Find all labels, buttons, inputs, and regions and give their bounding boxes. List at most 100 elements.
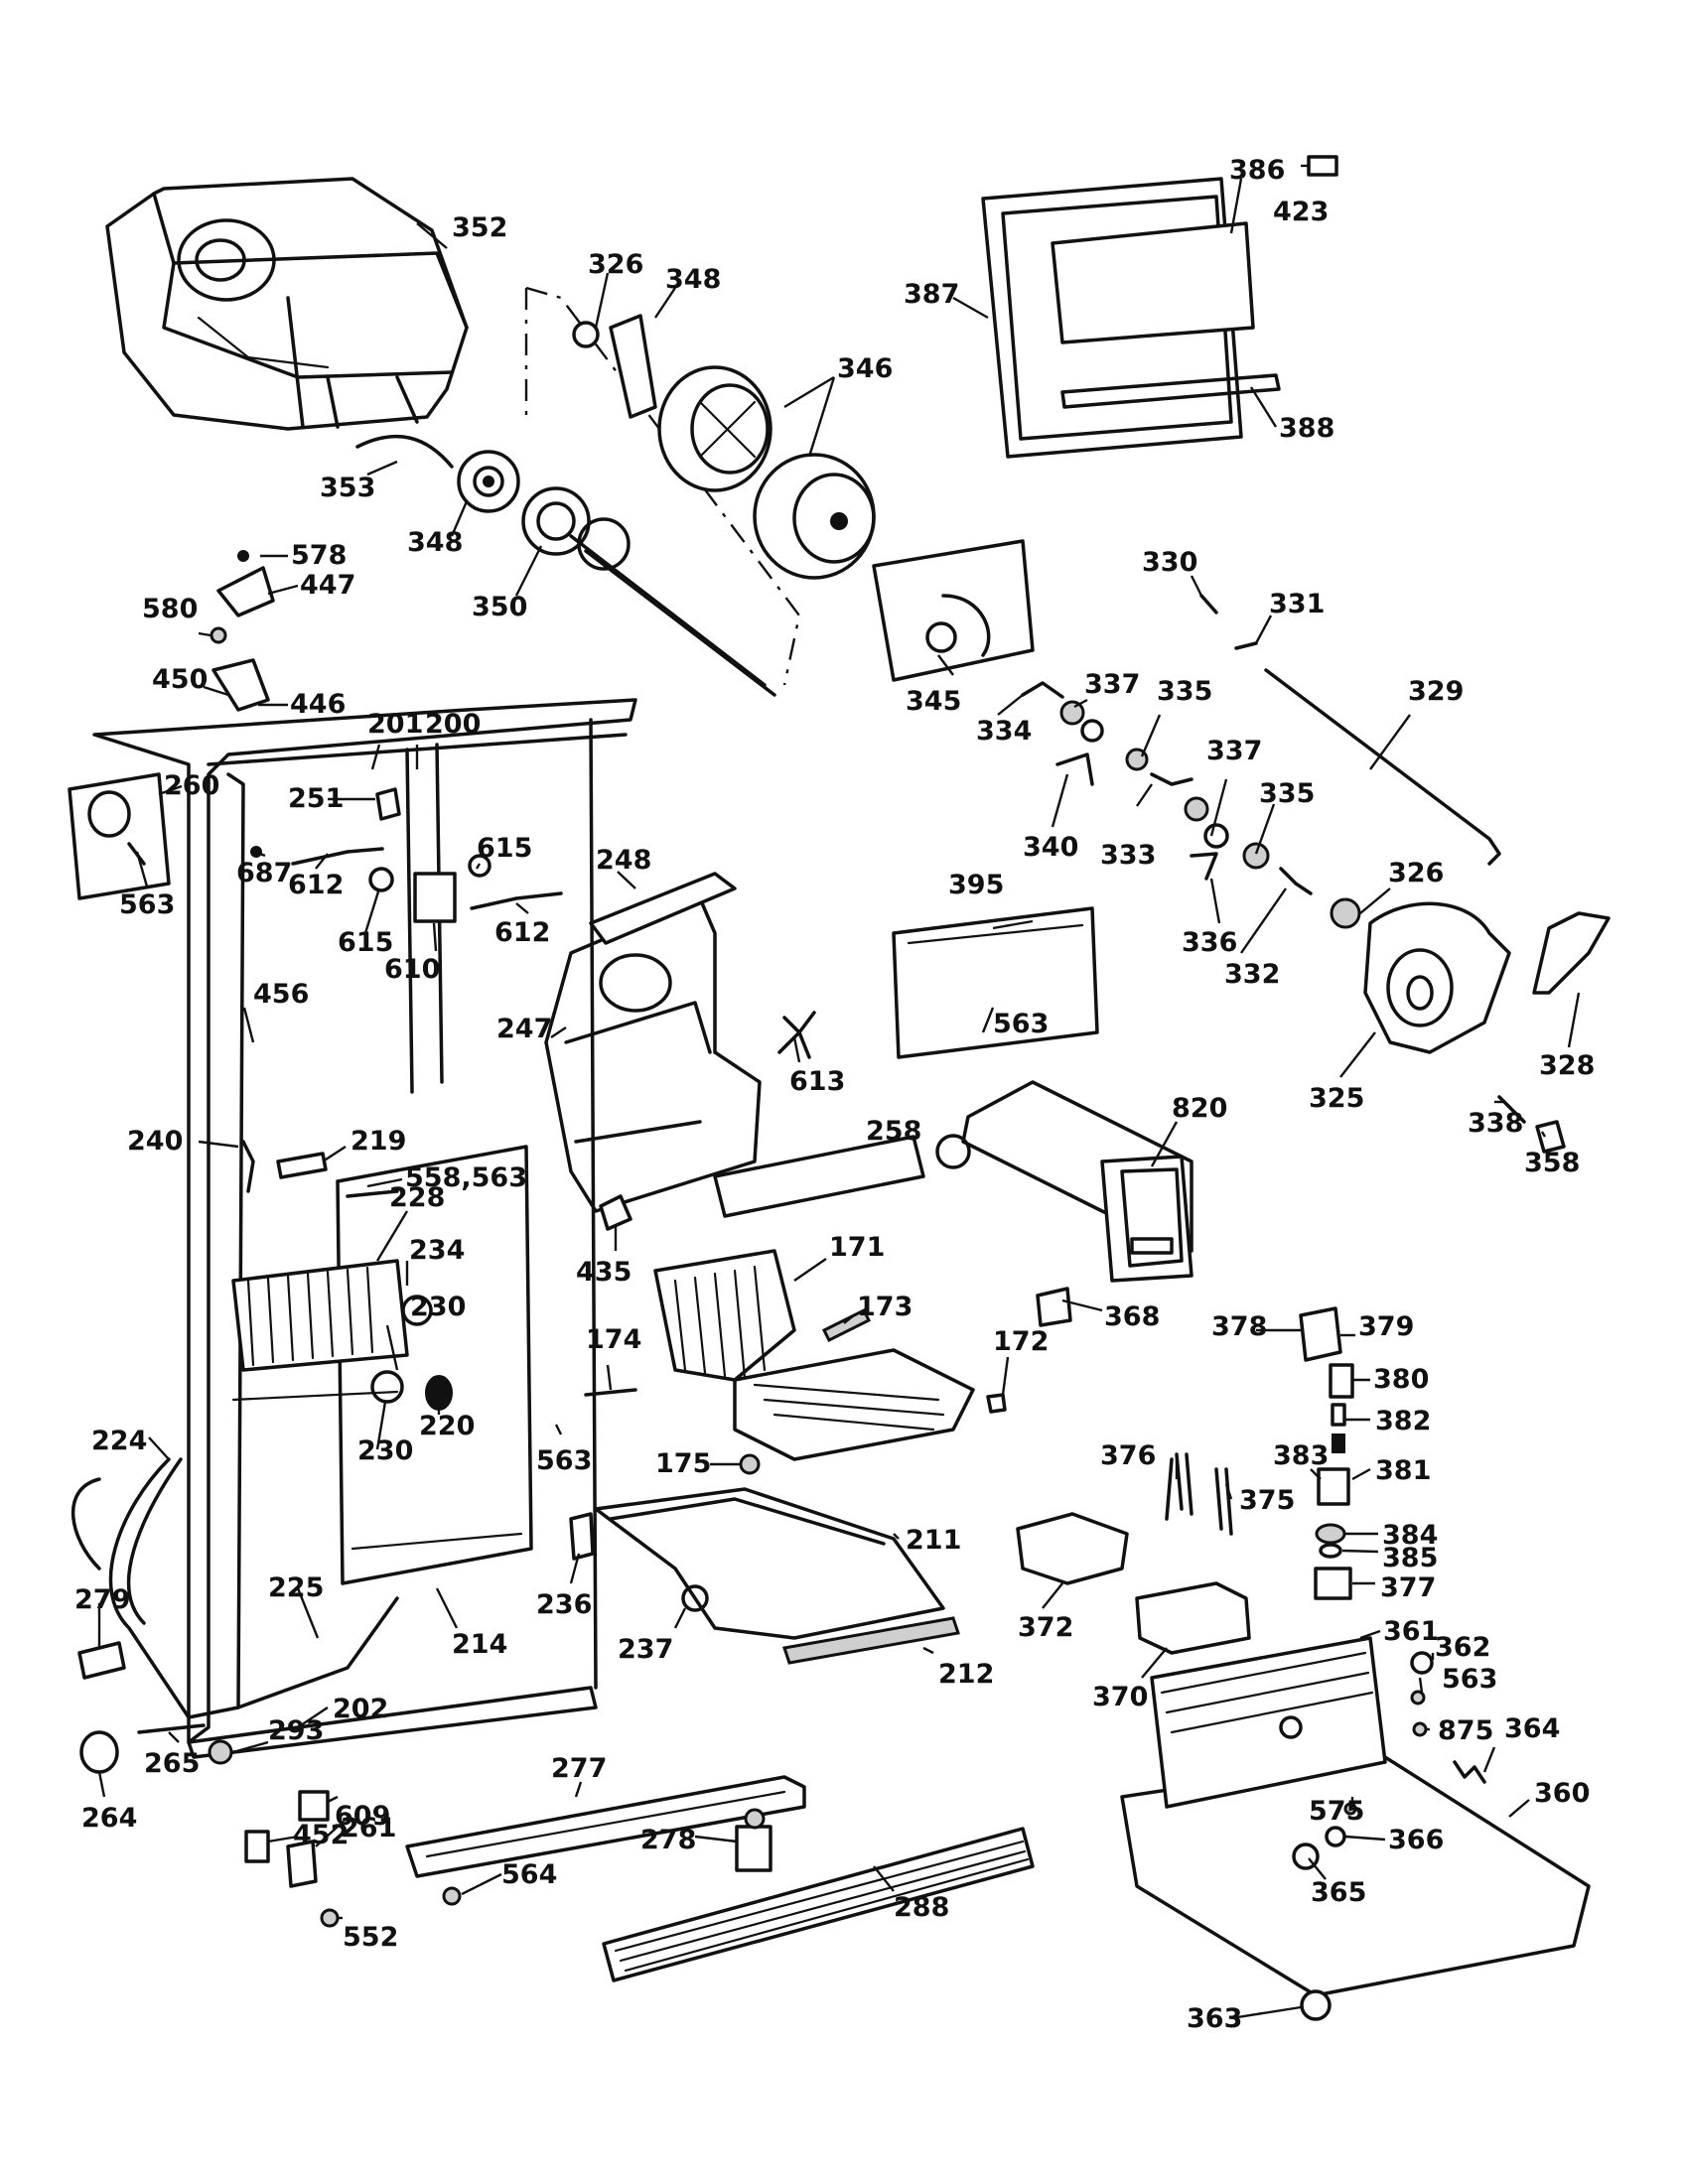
label-387: 387: [904, 279, 959, 310]
label-361: 361: [1383, 1616, 1439, 1647]
label-224: 224: [91, 1426, 147, 1456]
part-220-grommet: [425, 1375, 453, 1411]
label-279: 279: [74, 1584, 130, 1615]
label-333: 333: [1100, 840, 1156, 871]
label-338: 338: [1468, 1108, 1523, 1139]
part-363-foot: [1300, 1989, 1332, 2021]
label-337b: 337: [1206, 736, 1262, 766]
part-258-tube: [713, 1135, 925, 1218]
label-552: 552: [343, 1922, 398, 1953]
label-358: 358: [1524, 1148, 1580, 1178]
part-211-pan: [594, 1487, 945, 1640]
label-395: 395: [948, 870, 1004, 900]
part-251-cap: [375, 787, 401, 821]
part-687-screw: [250, 846, 262, 858]
part-329-rod: [1199, 594, 1501, 866]
label-230b: 230: [357, 1435, 413, 1466]
label-331: 331: [1269, 589, 1325, 619]
label-563c: 563: [536, 1445, 592, 1476]
label-174: 174: [586, 1324, 641, 1355]
label-288: 288: [894, 1892, 949, 1923]
label-613: 613: [789, 1066, 845, 1097]
label-575: 575: [1309, 1796, 1364, 1827]
part-875-screw: [1412, 1721, 1428, 1737]
part-224-tubing: [71, 1457, 399, 1719]
label-219: 219: [351, 1126, 406, 1157]
label-365: 365: [1311, 1877, 1366, 1908]
label-353: 353: [320, 473, 375, 503]
label-212: 212: [938, 1659, 994, 1690]
label-375: 375: [1239, 1485, 1295, 1516]
label-352: 352: [452, 212, 507, 243]
part-288-grille: [602, 1827, 1035, 1982]
part-552-screw: [320, 1908, 340, 1928]
label-277: 277: [551, 1753, 607, 1784]
label-875: 875: [1438, 1715, 1493, 1746]
part-240-harness: [241, 1140, 255, 1193]
part-350-auger: [521, 486, 776, 697]
label-337: 337: [1084, 669, 1140, 700]
label-345: 345: [906, 686, 961, 717]
label-248: 248: [596, 845, 651, 876]
label-383: 383: [1273, 1440, 1329, 1471]
label-228: 228: [389, 1182, 445, 1213]
label-172: 172: [993, 1326, 1049, 1357]
part-valve-stack: [1299, 1306, 1354, 1600]
label-261: 261: [341, 1813, 396, 1843]
label-251: 251: [288, 783, 344, 814]
label-360: 360: [1534, 1778, 1590, 1809]
label-214: 214: [452, 1629, 507, 1660]
label-370: 370: [1092, 1682, 1148, 1712]
label-334: 334: [976, 716, 1032, 747]
label-346: 346: [837, 353, 893, 384]
part-609-block: [298, 1790, 330, 1822]
part-353-wire: [355, 434, 454, 469]
label-379: 379: [1358, 1311, 1414, 1342]
part-247-housing: [544, 896, 762, 1213]
part-228-condenser: [231, 1259, 433, 1372]
part-612-strap-a: [291, 847, 384, 866]
label-236: 236: [536, 1589, 592, 1620]
label-220: 220: [419, 1411, 475, 1441]
label-230: 230: [410, 1292, 466, 1322]
label-385: 385: [1382, 1543, 1438, 1573]
part-820-icemaker: [935, 1080, 1193, 1283]
exploded-region-outline: [525, 286, 801, 686]
label-820: 820: [1172, 1093, 1227, 1124]
part-348-gear: [457, 450, 520, 513]
label-329: 329: [1408, 676, 1464, 707]
label-456: 456: [253, 979, 309, 1010]
label-171: 171: [829, 1232, 885, 1263]
part-328-arm: [1532, 911, 1611, 995]
label-388: 388: [1279, 413, 1334, 444]
part-564-screw: [442, 1886, 462, 1906]
label-325: 325: [1309, 1083, 1364, 1114]
part-260-light: [68, 772, 171, 900]
label-615: 615: [477, 833, 532, 864]
part-612-strap-b: [470, 891, 563, 910]
part-447-bracket: [216, 566, 275, 617]
label-326: 326: [588, 249, 643, 280]
part-230-clamp: [370, 1370, 404, 1404]
label-237: 237: [618, 1634, 673, 1665]
leader-lines: [97, 164, 1581, 2020]
part-610-switch: [413, 872, 457, 923]
part-370-relay: [1135, 1581, 1251, 1655]
label-348b: 348: [407, 527, 463, 558]
part-236-bracket: [569, 1512, 595, 1561]
label-378: 378: [1211, 1311, 1267, 1342]
label-326b: 326: [1388, 858, 1444, 888]
part-214-rear-panel: [336, 1145, 533, 1585]
part-325-cam-housing: [1363, 901, 1511, 1054]
part-358-button: [1535, 1120, 1566, 1154]
label-362: 362: [1435, 1632, 1490, 1663]
part-279-bracket: [77, 1641, 126, 1680]
label-350: 350: [472, 592, 527, 622]
part-326-washer: [572, 321, 600, 348]
callout-labels: 352 326 348 346 386 423 387 388 353 348 …: [74, 155, 1595, 2034]
label-563d: 563: [1442, 1664, 1497, 1695]
label-382: 382: [1375, 1406, 1431, 1436]
label-240: 240: [127, 1126, 183, 1157]
part-395-board: [892, 906, 1099, 1059]
